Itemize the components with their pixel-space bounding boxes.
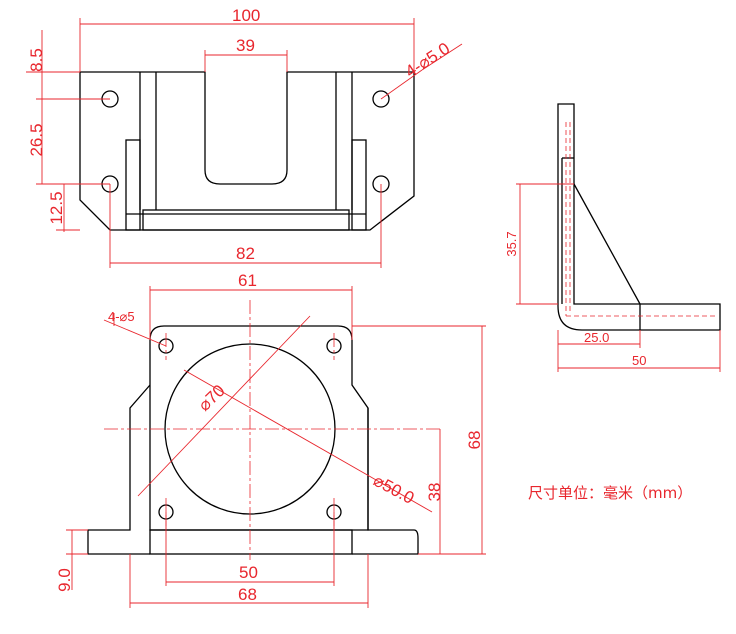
top-view-base-plate bbox=[142, 209, 350, 231]
dim-front-height: 68 bbox=[465, 431, 484, 450]
dim-top-hole-edge-offset: 8.5 bbox=[27, 48, 46, 72]
front-view-left-side bbox=[87, 384, 151, 555]
dim-front-base-hole-spacing: 50 bbox=[239, 563, 258, 582]
dim-side-inner-length: 25.0 bbox=[584, 330, 609, 345]
top-view: 100 39 4-⌀5.0 8.5 26.5 12.5 82 bbox=[26, 6, 463, 268]
top-view-outline bbox=[79, 71, 415, 231]
front-view-base bbox=[149, 529, 353, 555]
side-view-outline bbox=[557, 103, 721, 331]
dim-front-hole-spec: 4-⌀5 bbox=[108, 309, 135, 324]
dim-front-base-thickness: 9.0 bbox=[55, 568, 74, 592]
front-view-right-side bbox=[352, 408, 419, 555]
dim-top-hole-spec: 4-⌀5.0 bbox=[402, 39, 453, 82]
front-view: ⌀70 ⌀50.0 61 4-⌀5 68 38 9.0 50 bbox=[55, 271, 486, 608]
dim-top-overall-width: 100 bbox=[232, 6, 260, 25]
side-view-gusset bbox=[573, 183, 641, 305]
dim-top-slot-width: 39 bbox=[236, 36, 255, 55]
dim-top-hole-spacing: 26.5 bbox=[27, 123, 46, 156]
dim-top-hole-bottom-offset: 12.5 bbox=[47, 191, 66, 224]
top-view-hole-tr bbox=[372, 90, 390, 108]
dim-side-height: 35.7 bbox=[504, 231, 519, 256]
side-view: 35.7 25.0 50 bbox=[504, 103, 721, 372]
dim-front-hole-center-width: 61 bbox=[238, 271, 257, 290]
top-view-rib-right bbox=[351, 139, 367, 231]
dim-front-bore: ⌀50.0 bbox=[370, 471, 417, 508]
top-view-rib-left bbox=[125, 139, 141, 231]
dim-front-base-width: 68 bbox=[238, 585, 257, 604]
unit-note: 尺寸单位：毫米（mm） bbox=[528, 484, 692, 502]
dim-top-hole-center-width: 82 bbox=[236, 244, 255, 263]
front-view-flange bbox=[149, 325, 369, 531]
dim-front-center-height: 38 bbox=[425, 483, 444, 502]
dim-side-overall-length: 50 bbox=[632, 353, 646, 368]
